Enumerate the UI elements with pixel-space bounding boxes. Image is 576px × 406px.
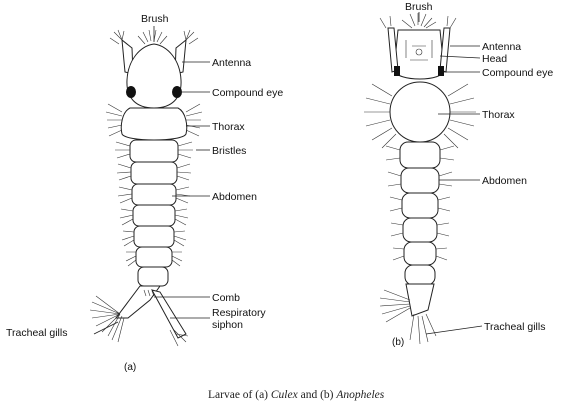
anopheles-terminal-segment xyxy=(406,284,434,316)
anopheles-abdomen xyxy=(400,142,440,285)
anopheles-abdomen-label: Abdomen xyxy=(482,175,527,187)
culex-sub-label: (a) xyxy=(124,362,136,373)
culex-abdomen xyxy=(130,140,178,286)
culex-siphon-label-1: Respiratory xyxy=(212,307,266,319)
anopheles-compound-eye-right xyxy=(438,66,444,76)
culex-compound-eye-left xyxy=(126,86,136,98)
culex-antenna-label: Antenna xyxy=(212,57,251,69)
anopheles-compound-eye-left xyxy=(394,66,400,76)
culex-thorax xyxy=(121,108,186,140)
anopheles-thorax-label: Thorax xyxy=(482,109,515,121)
caption-culex: Culex xyxy=(271,389,299,401)
culex-brush xyxy=(138,30,167,44)
culex-compound-eye-label: Compound eye xyxy=(212,87,283,99)
culex-thorax-label: Thorax xyxy=(212,121,245,133)
anopheles-head xyxy=(394,30,444,79)
anopheles-larva: Brush Antenna Head Compound eye Thorax A… xyxy=(364,1,553,348)
culex-comb-label: Comb xyxy=(212,292,240,304)
culex-siphon-label-2: siphon xyxy=(212,319,243,331)
culex-tracheal-gills-label: Tracheal gills xyxy=(6,327,67,339)
anopheles-head-label: Head xyxy=(482,53,507,65)
anopheles-thorax xyxy=(390,82,450,142)
culex-head xyxy=(127,44,181,108)
anopheles-brush-label: Brush xyxy=(405,1,433,13)
culex-larva: Brush Antenna Compound eye Thorax Bristl… xyxy=(6,13,283,373)
figure-caption: Larvae of (a) Culex and (b) Anopheles xyxy=(208,389,385,401)
caption-anopheles: Anopheles xyxy=(335,389,384,401)
culex-brush-label: Brush xyxy=(141,13,169,25)
anopheles-tracheal-gills-label: Tracheal gills xyxy=(484,321,545,333)
caption-middle: and (b) xyxy=(298,389,337,401)
anopheles-compound-eye-label: Compound eye xyxy=(482,67,553,79)
culex-abdomen-label: Abdomen xyxy=(212,191,257,203)
caption-prefix: Larvae of (a) xyxy=(208,389,271,401)
anopheles-sub-label: (b) xyxy=(392,337,404,348)
culex-bristles-label: Bristles xyxy=(212,145,246,157)
anopheles-antenna-label: Antenna xyxy=(482,41,521,53)
